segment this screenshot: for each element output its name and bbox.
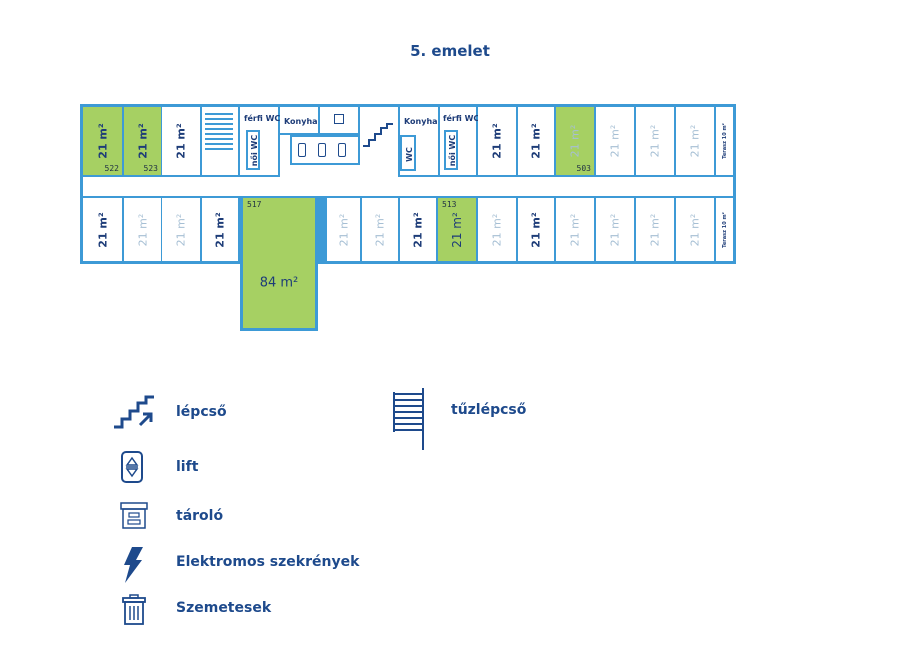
kitchen-1 bbox=[280, 107, 318, 133]
room-area-label: 21 m² bbox=[490, 123, 504, 159]
room-number: 522 bbox=[104, 164, 119, 173]
storage-icon bbox=[120, 502, 148, 529]
room-area-label: 21 m² bbox=[648, 213, 662, 246]
label-konyha-1: Konyha bbox=[284, 117, 318, 126]
fire-stairs-icon bbox=[393, 388, 424, 450]
bottom-room: 84 m² 517 bbox=[240, 198, 318, 331]
room-area-label: 21 m² bbox=[450, 211, 464, 248]
bottom-room: 21 m² bbox=[556, 198, 594, 261]
legend-fire-stairs-label: tűzlépcső bbox=[451, 402, 527, 418]
top-room: 21 m² 503 bbox=[556, 107, 594, 175]
trash-icon bbox=[122, 594, 146, 625]
label-ferfi-wc-2: férfi WC bbox=[443, 114, 480, 123]
top-room: Terasz 10 m² bbox=[716, 107, 733, 175]
room-area-label: 21 m² bbox=[490, 213, 504, 246]
label-konyha-2: Konyha bbox=[404, 117, 438, 126]
label-wc-accessible: WC bbox=[404, 147, 414, 162]
room-area-label: Terasz 10 m² bbox=[721, 123, 728, 159]
top-room: 21 m² bbox=[636, 107, 674, 175]
room-area-label: 21 m² bbox=[529, 211, 543, 248]
room-area-label: 84 m² bbox=[259, 275, 299, 290]
bottom-room: 21 m² bbox=[636, 198, 674, 261]
bottom-room: 21 m² bbox=[83, 198, 122, 261]
bottom-room: 21 m² bbox=[124, 198, 161, 261]
lift-icon bbox=[298, 143, 306, 157]
room-area-label: Terasz 10 m² bbox=[721, 211, 728, 248]
wc-inner-2 bbox=[444, 130, 458, 170]
room-area-label: 21 m² bbox=[568, 213, 582, 246]
room-area-label: 21 m² bbox=[688, 124, 702, 158]
room-area-label: 21 m² bbox=[213, 211, 227, 248]
legend-lift-label: lift bbox=[176, 459, 199, 475]
room-area-label: 21 m² bbox=[568, 124, 582, 158]
room-area-label: 21 m² bbox=[608, 213, 622, 246]
room-number: 523 bbox=[143, 164, 158, 173]
top-room: 21 m² 523 bbox=[124, 107, 161, 175]
floor-title: 5. emelet bbox=[410, 42, 490, 60]
label-noi-wc-2: női WC bbox=[448, 134, 458, 167]
room-area-label: 21 m² bbox=[337, 213, 350, 246]
top-room: 21 m² 522 bbox=[83, 107, 122, 175]
room-area-label: 21 m² bbox=[96, 211, 109, 248]
room-area-label: 21 m² bbox=[136, 213, 149, 246]
bottom-room: 21 m² bbox=[362, 198, 398, 261]
legend-trash-label: Szemetesek bbox=[176, 600, 272, 616]
room-area-label: 21 m² bbox=[411, 211, 425, 248]
room-area-label: 21 m² bbox=[608, 124, 622, 158]
bottom-room: 21 m² bbox=[676, 198, 714, 261]
top-room: 21 m² bbox=[676, 107, 714, 175]
room-number: 517 bbox=[247, 200, 262, 209]
bottom-room: 21 m² bbox=[162, 198, 200, 261]
bottom-room: 21 m² bbox=[327, 198, 360, 261]
label-ferfi-wc-1: férfi WC bbox=[244, 114, 281, 123]
fire-stairs-icon bbox=[205, 110, 233, 150]
stairs-icon bbox=[114, 395, 154, 429]
label-noi-wc-1: női WC bbox=[250, 134, 260, 167]
bottom-room: 21 m² bbox=[596, 198, 634, 261]
lift-icon bbox=[318, 143, 326, 157]
stairs-icon bbox=[362, 122, 394, 148]
lightning-icon bbox=[124, 547, 143, 583]
top-room: 21 m² bbox=[596, 107, 634, 175]
stairs-area bbox=[360, 107, 398, 135]
top-room: 21 m² bbox=[162, 107, 200, 175]
room-area-label: 21 m² bbox=[174, 213, 188, 246]
corridor bbox=[83, 177, 733, 196]
lift-icon bbox=[121, 451, 143, 483]
bottom-room: Terasz 10 m² bbox=[716, 198, 733, 261]
room-number: 513 bbox=[442, 200, 457, 209]
room-area-label: 21 m² bbox=[688, 213, 702, 246]
lift-icon bbox=[338, 143, 346, 157]
room-area-label: 21 m² bbox=[648, 124, 662, 158]
wc-inner-1 bbox=[246, 130, 260, 170]
wc-accessible bbox=[400, 135, 416, 171]
bottom-room: 21 m² bbox=[400, 198, 436, 261]
top-room: 21 m² bbox=[478, 107, 516, 175]
bottom-room: 21 m² bbox=[202, 198, 238, 261]
top-room: 21 m² bbox=[518, 107, 554, 175]
bottom-room: 21 m² bbox=[518, 198, 554, 261]
room-area-label: 21 m² bbox=[529, 123, 543, 159]
room-area-label: 21 m² bbox=[136, 123, 149, 159]
storage-icon bbox=[334, 114, 344, 124]
legend-electric-label: Elektromos szekrények bbox=[176, 554, 360, 570]
bottom-room: 21 m² bbox=[478, 198, 516, 261]
legend-stairs-label: lépcső bbox=[176, 404, 227, 420]
room-number: 503 bbox=[576, 164, 591, 173]
legend-storage-label: tároló bbox=[176, 508, 224, 524]
room-area-label: 21 m² bbox=[373, 213, 387, 246]
room-area-label: 21 m² bbox=[174, 123, 188, 159]
bottom-room: 21 m² 513 bbox=[438, 198, 476, 261]
room-area-label: 21 m² bbox=[96, 123, 109, 159]
